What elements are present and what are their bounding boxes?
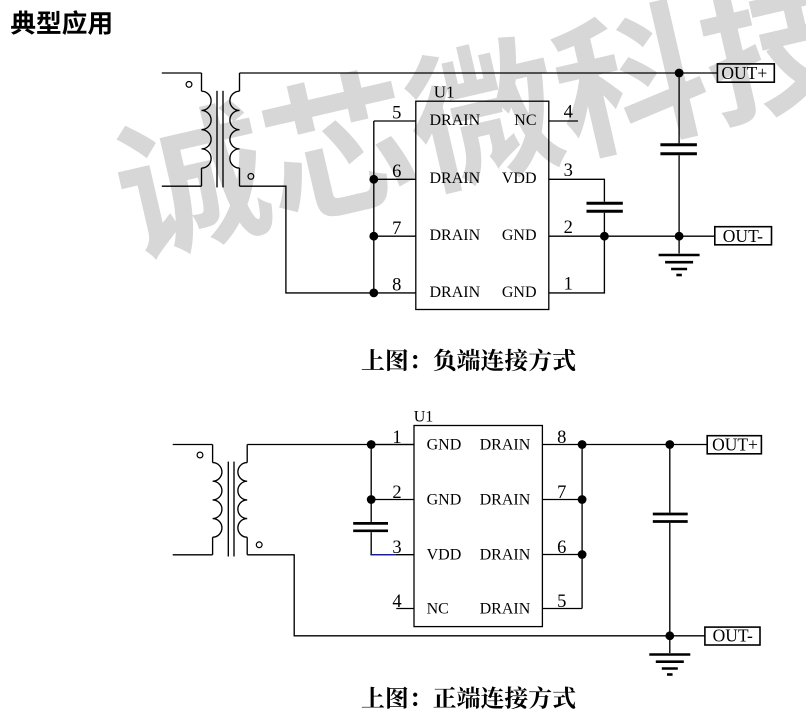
svg-text:OUT-: OUT- (723, 226, 763, 246)
svg-text:4: 4 (392, 592, 401, 612)
svg-text:6: 6 (392, 162, 401, 182)
svg-text:VDD: VDD (427, 547, 462, 564)
svg-text:NC: NC (514, 112, 536, 129)
svg-text:8: 8 (392, 276, 401, 296)
svg-text:GND: GND (427, 437, 462, 454)
svg-text:VDD: VDD (502, 170, 537, 187)
svg-text:3: 3 (564, 161, 573, 181)
svg-text:OUT+: OUT+ (721, 63, 767, 83)
svg-text:7: 7 (392, 219, 401, 239)
svg-text:DRAIN: DRAIN (430, 112, 481, 129)
svg-text:2: 2 (392, 483, 401, 503)
svg-text:NC: NC (427, 601, 449, 618)
svg-text:4: 4 (564, 103, 573, 123)
svg-text:GND: GND (502, 227, 537, 244)
svg-text:DRAIN: DRAIN (430, 284, 481, 301)
svg-text:U1: U1 (414, 409, 434, 426)
svg-text:1: 1 (564, 275, 573, 295)
svg-text:8: 8 (557, 428, 566, 448)
svg-text:U1: U1 (434, 83, 455, 102)
svg-text:DRAIN: DRAIN (480, 491, 531, 508)
svg-text:DRAIN: DRAIN (480, 436, 531, 453)
svg-text:6: 6 (557, 538, 566, 558)
svg-text:3: 3 (392, 538, 401, 558)
svg-text:OUT+: OUT+ (712, 434, 758, 454)
svg-text:2: 2 (564, 218, 573, 238)
svg-text:DRAIN: DRAIN (430, 227, 481, 244)
svg-text:GND: GND (502, 284, 537, 301)
svg-text:5: 5 (557, 592, 566, 612)
svg-text:DRAIN: DRAIN (480, 600, 531, 617)
svg-text:OUT-: OUT- (713, 626, 753, 646)
svg-text:GND: GND (427, 492, 462, 509)
svg-text:7: 7 (557, 483, 566, 503)
svg-text:DRAIN: DRAIN (480, 546, 531, 563)
svg-text:1: 1 (392, 428, 401, 448)
svg-text:5: 5 (392, 104, 401, 124)
svg-text:DRAIN: DRAIN (430, 170, 481, 187)
